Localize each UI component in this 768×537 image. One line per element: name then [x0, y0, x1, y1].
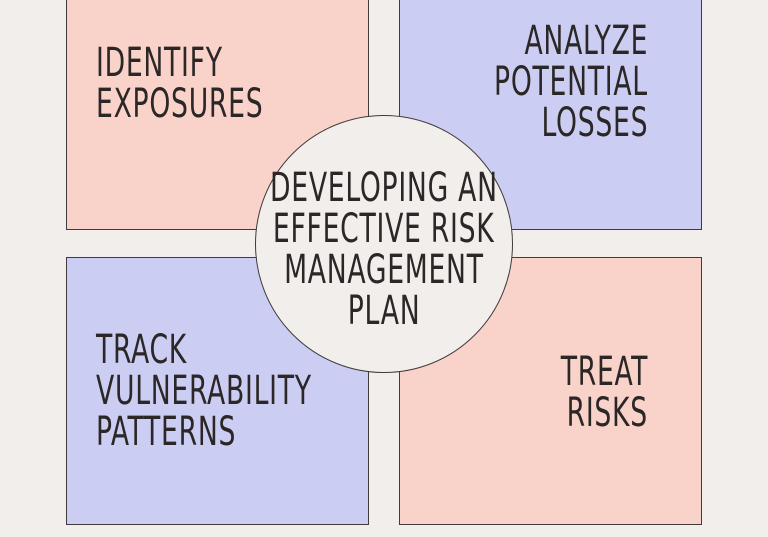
label-line: IDENTIFY — [96, 40, 223, 86]
title-line: DEVELOPING AN — [270, 165, 498, 211]
track-vulnerability-patterns-label: TRACK VULNERABILITY PATTERNS — [96, 330, 388, 453]
label-line: PATTERNS — [96, 409, 237, 455]
label-line: RISKS — [566, 390, 648, 436]
label-line: POTENTIAL — [494, 59, 648, 105]
label-line: LOSSES — [541, 100, 648, 146]
center-circle — [255, 115, 513, 373]
title-line: PLAN — [347, 288, 421, 334]
label-line: ANALYZE — [524, 18, 648, 64]
treat-risks-label: TREAT RISKS — [530, 352, 648, 434]
label-line: TRACK — [96, 327, 188, 373]
label-line: EXPOSURES — [96, 81, 264, 127]
center-title: DEVELOPING AN EFFECTIVE RISK MANAGEMENT … — [0, 168, 768, 332]
label-line: VULNERABILITY — [96, 368, 312, 414]
label-line: TREAT — [560, 349, 648, 395]
analyze-potential-losses-label: ANALYZE POTENTIAL LOSSES — [440, 21, 648, 144]
title-line: MANAGEMENT — [284, 247, 484, 293]
title-line: EFFECTIVE RISK — [273, 206, 495, 252]
identify-exposures-label: IDENTIFY EXPOSURES — [96, 43, 322, 125]
